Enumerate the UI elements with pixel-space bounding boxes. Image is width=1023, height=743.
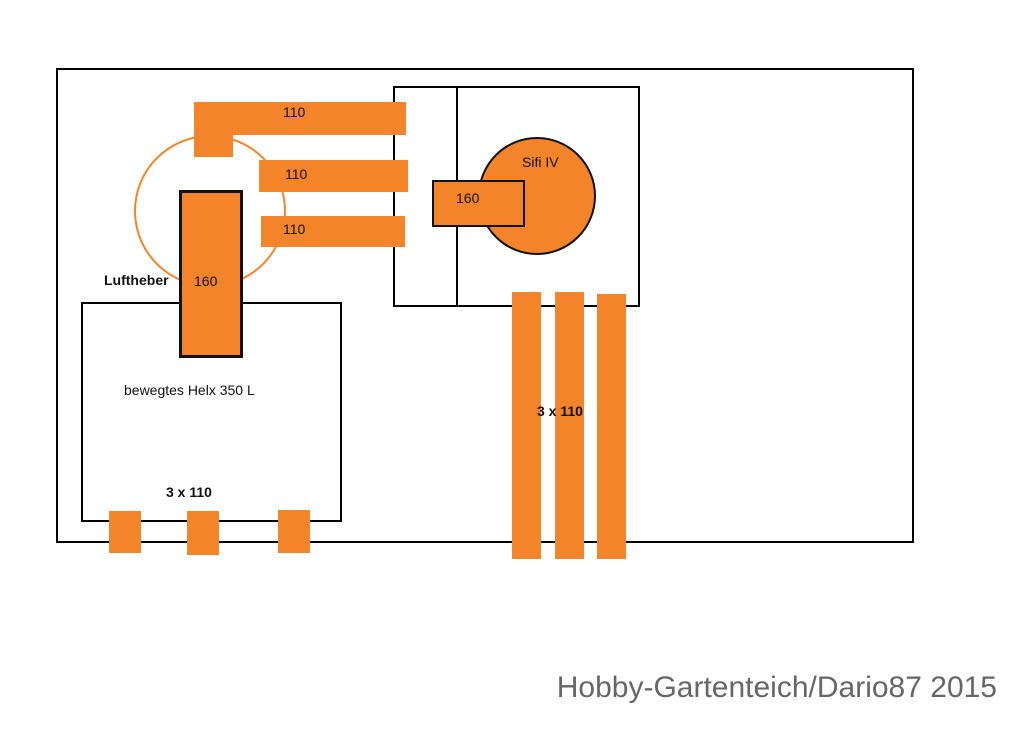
top-pipe-3-label: 110 <box>283 221 306 237</box>
bottom-pipe-1 <box>109 511 141 553</box>
helix-label: bewegtes Helx 350 L <box>124 382 255 398</box>
watermark: Hobby-Gartenteich/Dario87 2015 <box>556 671 997 704</box>
top-pipe-2 <box>259 160 408 192</box>
bottom-left-pipes-label: 3 x 110 <box>166 484 212 500</box>
top-pipe-1-elbow <box>194 102 233 157</box>
sifi-inlet-pipe-label: 160 <box>456 190 480 206</box>
right-pipe-2 <box>555 292 584 559</box>
right-pipes-label: 3 x 110 <box>537 403 583 419</box>
luftheber-pipe <box>179 190 243 358</box>
sifi-inlet-pipe <box>432 180 525 227</box>
top-pipe-1-label: 110 <box>283 104 306 120</box>
right-pipe-3 <box>597 294 626 559</box>
top-pipe-3 <box>261 216 405 247</box>
luftheber-label: Luftheber <box>104 272 169 288</box>
top-pipe-2-label: 110 <box>285 166 308 182</box>
bottom-pipe-2 <box>187 511 219 555</box>
pond-outline <box>56 68 914 543</box>
luftheber-pipe-label: 160 <box>194 273 218 289</box>
bottom-pipe-3 <box>278 510 310 553</box>
right-pipe-1 <box>512 292 541 559</box>
sifi-label: Sifi IV <box>522 154 559 170</box>
